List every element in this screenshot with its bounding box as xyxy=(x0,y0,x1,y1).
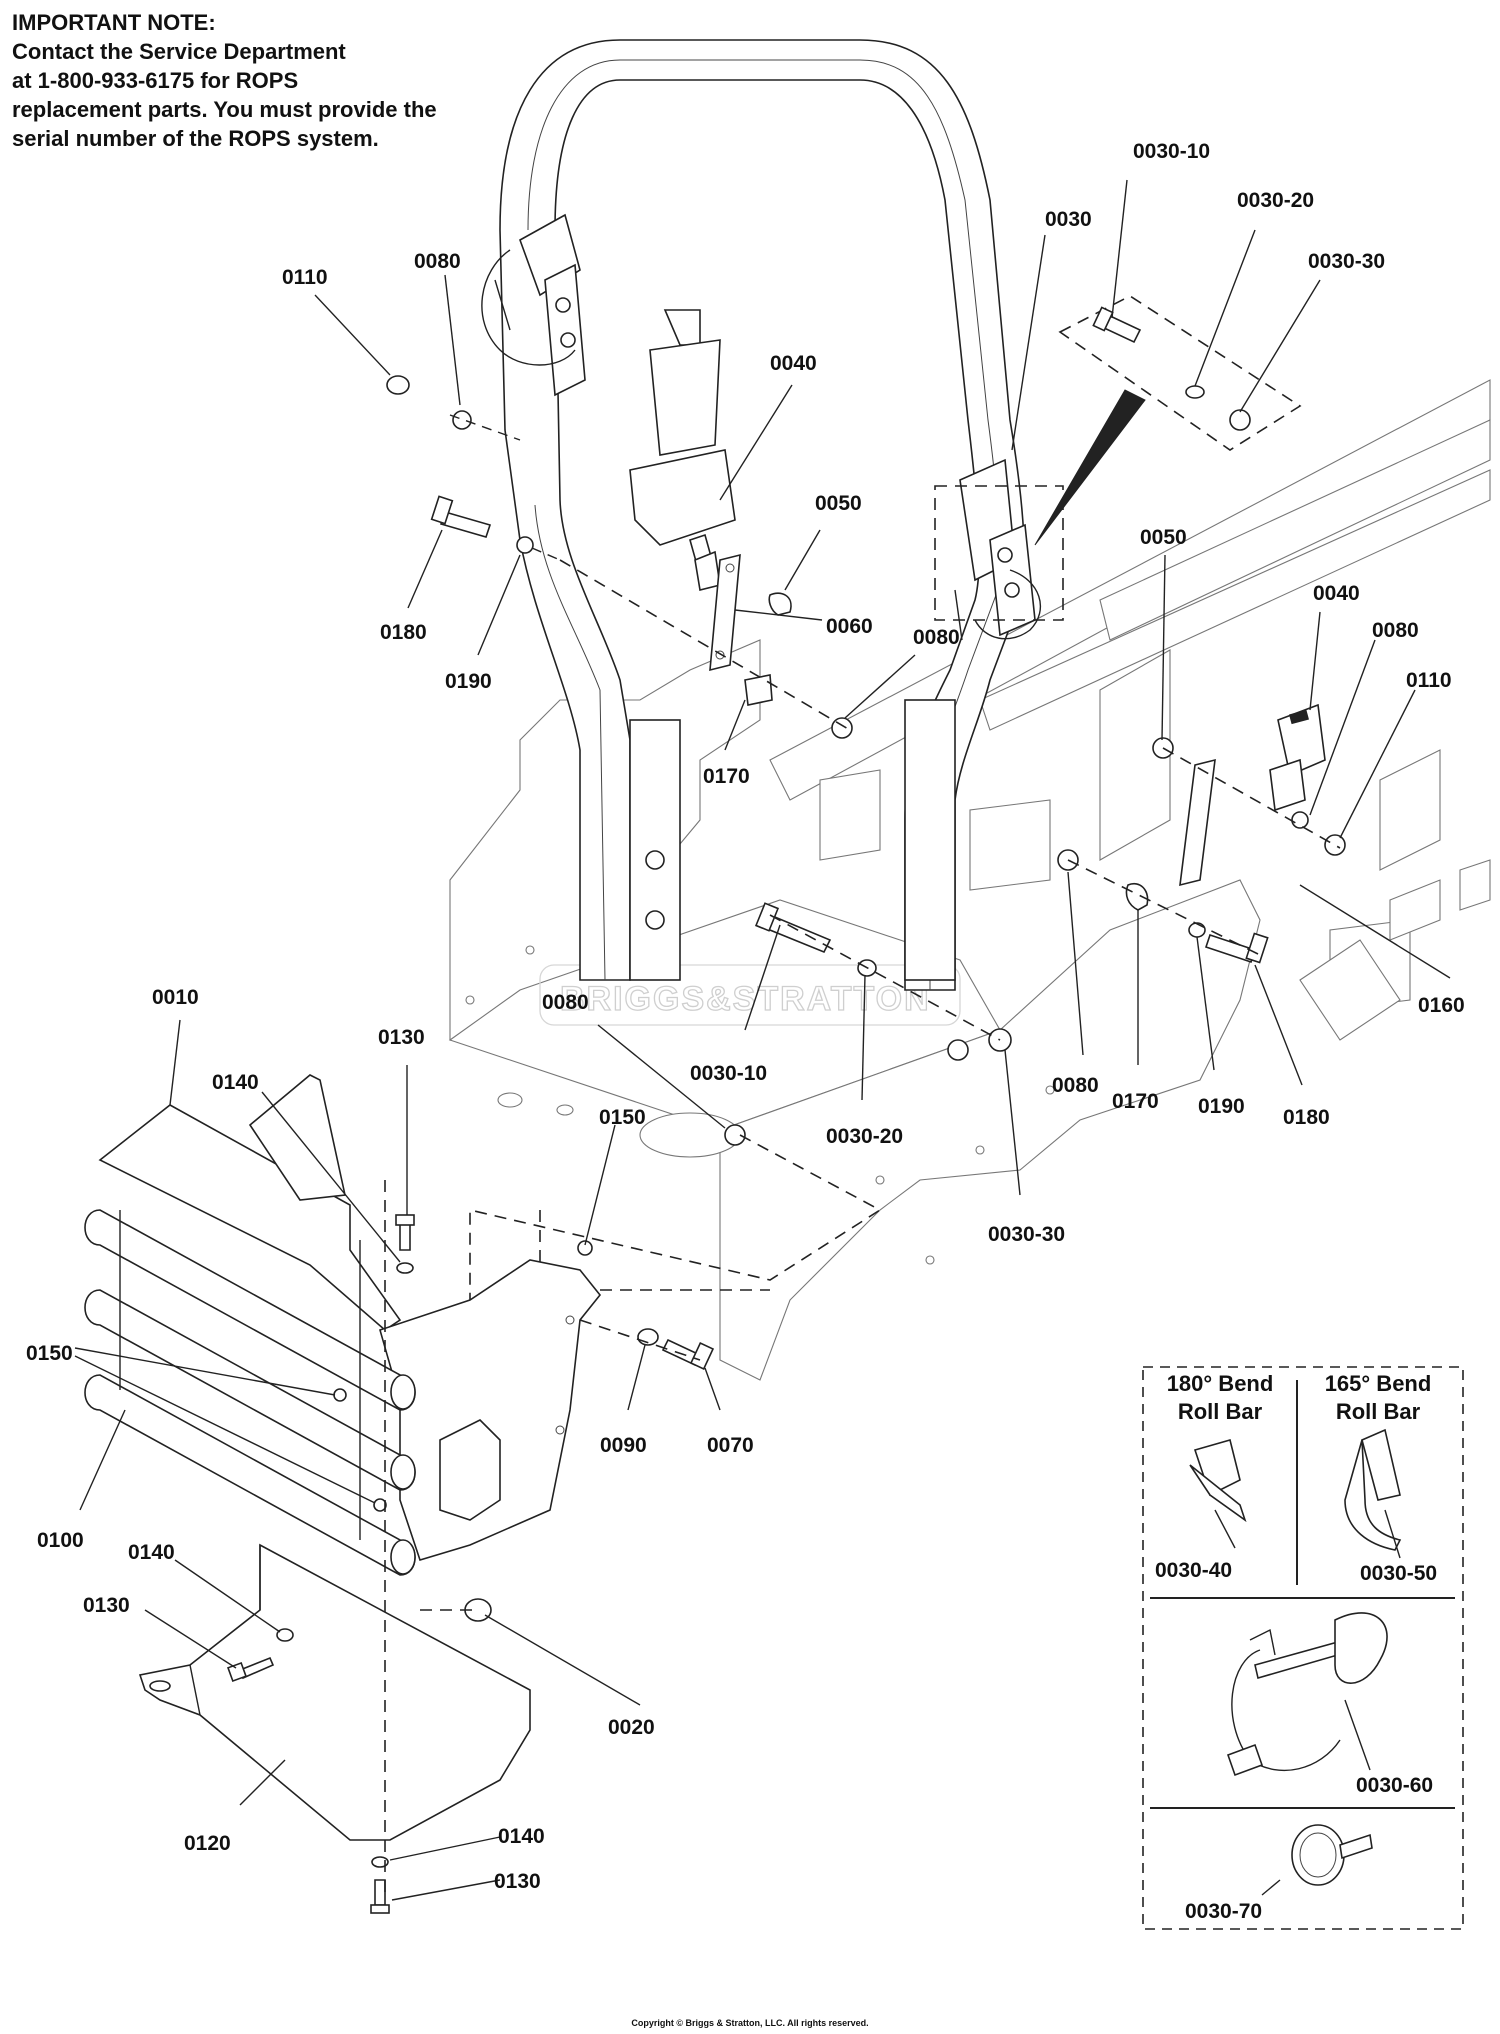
callout-0070: 0070 xyxy=(707,1434,754,1457)
fasteners-middle-lower xyxy=(754,849,1269,1061)
callout-0130-top: 0130 xyxy=(378,1026,425,1049)
callout-0190-right: 0190 xyxy=(1198,1095,1245,1118)
copyright-notice: Copyright © Briggs & Stratton, LLC. All … xyxy=(631,2018,869,2028)
callout-0130-bottom: 0130 xyxy=(494,1870,541,1893)
callout-0170-right: 0170 xyxy=(1112,1090,1159,1113)
callout-0060: 0060 xyxy=(826,615,873,638)
callout-0080-left: 0080 xyxy=(414,250,461,273)
callout-0020: 0020 xyxy=(608,1716,655,1739)
callout-0030-20-mid: 0030-20 xyxy=(826,1125,903,1148)
callout-0030-10-top: 0030-10 xyxy=(1133,140,1210,163)
callout-0030-10-mid: 0030-10 xyxy=(690,1062,767,1085)
note-line-1: Contact the Service Department xyxy=(12,39,346,64)
note-line-3: replacement parts. You must provide the xyxy=(12,97,437,122)
important-note: IMPORTANT NOTE: Contact the Service Depa… xyxy=(12,8,532,153)
callout-0190-left: 0190 xyxy=(445,670,492,693)
callout-0030-30-top: 0030-30 xyxy=(1308,250,1385,273)
fasteners-left-upper xyxy=(386,375,561,561)
callout-0050-left: 0050 xyxy=(815,492,862,515)
callout-0180-right: 0180 xyxy=(1283,1106,1330,1129)
callout-0170-left: 0170 xyxy=(703,765,750,788)
callout-0080-mid: 0080 xyxy=(913,626,960,649)
callout-0150-left: 0150 xyxy=(26,1342,73,1365)
callout-0140-top: 0140 xyxy=(212,1071,259,1094)
callout-0130-mid: 0130 xyxy=(83,1594,130,1617)
inset-left-title-line-2: Roll Bar xyxy=(1178,1399,1263,1424)
inset-label-0030-70: 0030-70 xyxy=(1185,1900,1262,1923)
callout-0080-right: 0080 xyxy=(1372,619,1419,642)
callout-0030: 0030 xyxy=(1045,208,1092,231)
washer-0030-20-top xyxy=(1185,385,1205,399)
fasteners-left-middle xyxy=(559,553,853,739)
roll-bar xyxy=(481,39,1041,991)
inset-right-title-line-1: 165° Bend xyxy=(1325,1371,1432,1396)
callout-0140-bottom: 0140 xyxy=(498,1825,545,1848)
callout-0090: 0090 xyxy=(600,1434,647,1457)
inset-detail-box: 180° Bend Roll Bar 165° Bend Roll Bar 00… xyxy=(1142,1366,1464,1930)
callout-0150-top: 0150 xyxy=(599,1106,646,1129)
callout-0080-lower: 0080 xyxy=(1052,1074,1099,1097)
note-heading: IMPORTANT NOTE: xyxy=(12,10,216,35)
note-line-4: serial number of the ROPS system. xyxy=(12,126,379,151)
seat-belt-retractor-left xyxy=(629,309,736,591)
fastener-detail-box xyxy=(934,295,1302,621)
inset-right-title-line-2: Roll Bar xyxy=(1336,1399,1421,1424)
note-line-2: at 1-800-933-6175 for ROPS xyxy=(12,68,299,93)
callout-0160: 0160 xyxy=(1418,994,1465,1017)
callout-0040-right: 0040 xyxy=(1313,582,1360,605)
callout-0180-left: 0180 xyxy=(380,621,427,644)
callout-0040-left: 0040 xyxy=(770,352,817,375)
callout-0110-left: 0110 xyxy=(282,266,328,289)
callout-0100: 0100 xyxy=(37,1529,84,1552)
callout-0030-30-mid: 0030-30 xyxy=(988,1223,1065,1246)
inset-label-0030-50: 0030-50 xyxy=(1360,1562,1437,1585)
callout-0050-right: 0050 xyxy=(1140,526,1187,549)
callout-0030-20-top: 0030-20 xyxy=(1237,189,1314,212)
watermark: BRIGGS&STRATTON xyxy=(560,980,931,1018)
callout-0140-mid: 0140 xyxy=(128,1541,175,1564)
bumper-assembly xyxy=(84,1074,715,1914)
callout-labels: 0030-10 0030-20 0030-30 0030 0110 0080 0… xyxy=(26,140,1465,1893)
callout-0120: 0120 xyxy=(184,1832,231,1855)
inset-label-0030-60: 0030-60 xyxy=(1356,1774,1433,1797)
inset-left-title-line-1: 180° Bend xyxy=(1167,1371,1274,1396)
inset-label-0030-40: 0030-40 xyxy=(1155,1559,1232,1582)
nut-0030-30-top xyxy=(1229,409,1251,431)
fasteners-right-upper xyxy=(1152,737,1346,887)
leader-lines xyxy=(74,179,1451,1901)
seat-belt-buckle-right xyxy=(1269,703,1326,812)
callout-0010: 0010 xyxy=(152,986,199,1009)
callout-0080-center: 0080 xyxy=(542,991,589,1014)
callout-0110-right: 0110 xyxy=(1406,669,1452,692)
